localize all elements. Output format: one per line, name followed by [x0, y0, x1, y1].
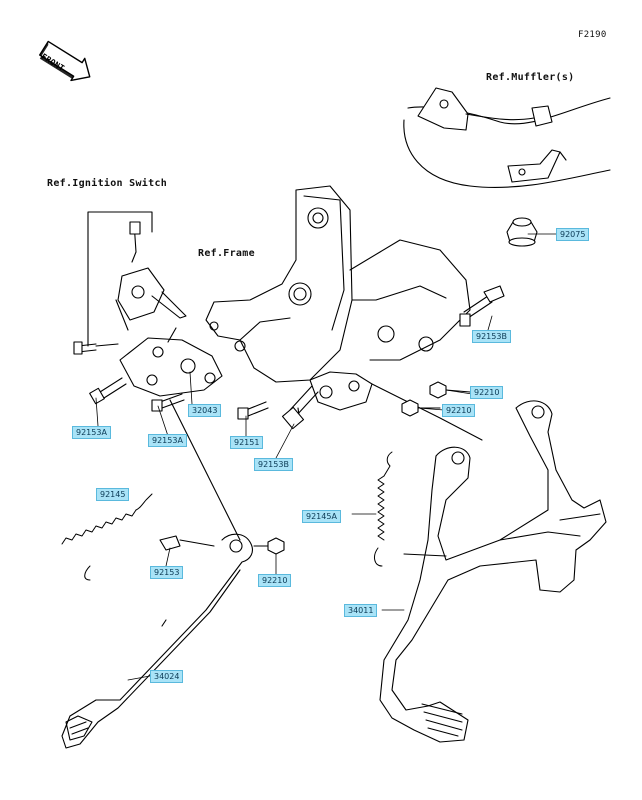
- ref-ignition-switch: Ref.Ignition Switch: [47, 178, 168, 189]
- figure-code: F2190: [578, 30, 607, 40]
- frame-drawing: [205, 185, 483, 441]
- side-stand-drawing: [61, 399, 285, 749]
- part-tag-32043[interactable]: 32043: [188, 404, 222, 417]
- front-arrow-icon: [39, 40, 91, 82]
- part-tag-92153b-mid[interactable]: 92153B: [254, 458, 293, 471]
- muffler-bracket-drawing: [403, 87, 611, 189]
- part-tag-92210-c[interactable]: 92210: [258, 574, 292, 587]
- part-tag-92145a[interactable]: 92145A: [302, 510, 341, 523]
- part-tag-92153b-top[interactable]: 92153B: [472, 330, 511, 343]
- part-tag-92153[interactable]: 92153: [150, 566, 184, 579]
- part-tag-34024[interactable]: 34024: [150, 670, 184, 683]
- stand-bracket-drawing: [119, 327, 223, 397]
- ignition-switch-drawing: [87, 211, 187, 347]
- part-tag-92153a-right[interactable]: 92153A: [148, 434, 187, 447]
- leader-lines: [95, 233, 557, 681]
- part-tag-92210-a[interactable]: 92210: [470, 386, 504, 399]
- grommet-drawing: [506, 217, 538, 247]
- part-tag-92075[interactable]: 92075: [556, 228, 590, 241]
- part-tag-92145[interactable]: 92145: [96, 488, 130, 501]
- springs-drawing: [61, 451, 393, 581]
- center-stand-drawing: [379, 400, 607, 743]
- part-tag-34011[interactable]: 34011: [344, 604, 378, 617]
- part-tag-92210-b[interactable]: 92210: [442, 404, 476, 417]
- ref-frame: Ref.Frame: [198, 248, 255, 259]
- ref-mufflers: Ref.Muffler(s): [486, 72, 575, 83]
- bolts-drawing: [73, 285, 505, 430]
- part-tag-92153a-left[interactable]: 92153A: [72, 426, 111, 439]
- part-tag-92151[interactable]: 92151: [230, 436, 264, 449]
